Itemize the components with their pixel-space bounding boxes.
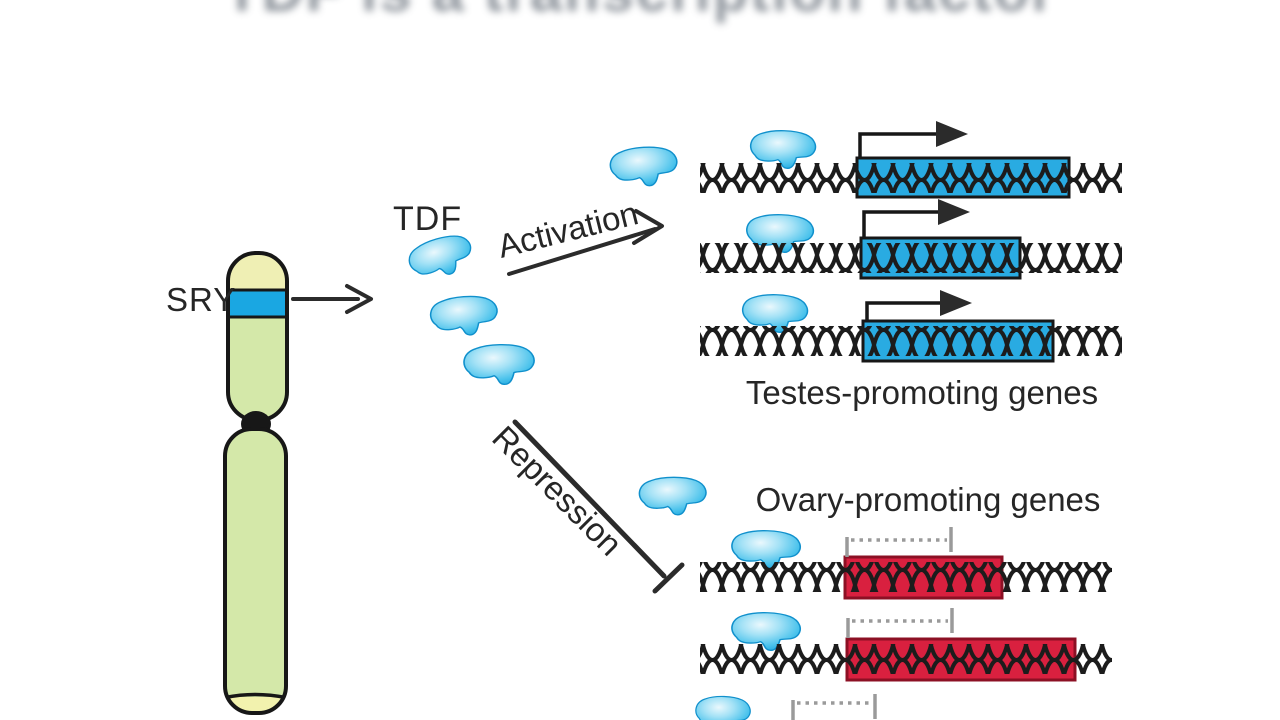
blocked-transcription-bracket: [791, 694, 877, 720]
transcription-arrow: [865, 290, 972, 321]
tdf-label: TDF: [393, 200, 463, 238]
tdf-protein-icon: [749, 129, 817, 170]
testes-genes-label: Testes-promoting genes: [745, 374, 1099, 411]
y-chromosome: [223, 251, 289, 715]
testes-gene-row-3: [700, 290, 1122, 363]
sry-label: SRY: [166, 281, 237, 318]
ovary-genes-label: Ovary-promoting genes: [755, 481, 1101, 518]
transcription-arrow: [858, 121, 968, 158]
ovary-gene-row-3-partial: [695, 694, 877, 720]
blocked-transcription-bracket: [846, 608, 954, 638]
dna-helix: [700, 243, 1122, 273]
dna-helix: [700, 163, 1122, 193]
dna-helix: [700, 644, 1112, 674]
dna-helix: [700, 562, 1112, 592]
ovary-gene-row-1: [700, 527, 1112, 600]
page-title: TDF is a transcription factor: [0, 0, 1280, 25]
activation-arrow: [507, 209, 664, 276]
sry-to-tdf-arrow: [291, 284, 373, 314]
testes-gene-row-2: [700, 199, 1122, 280]
dna-helix: [700, 326, 1122, 356]
sry-band: [228, 288, 287, 319]
transcription-arrow: [862, 199, 970, 238]
testes-gene-row-1: [700, 121, 1122, 199]
repression-inhibitor: [512, 419, 685, 594]
ovary-gene-row-2: [700, 608, 1112, 682]
tdf-protein-icon: [695, 695, 751, 720]
blocked-transcription-bracket: [845, 527, 953, 557]
